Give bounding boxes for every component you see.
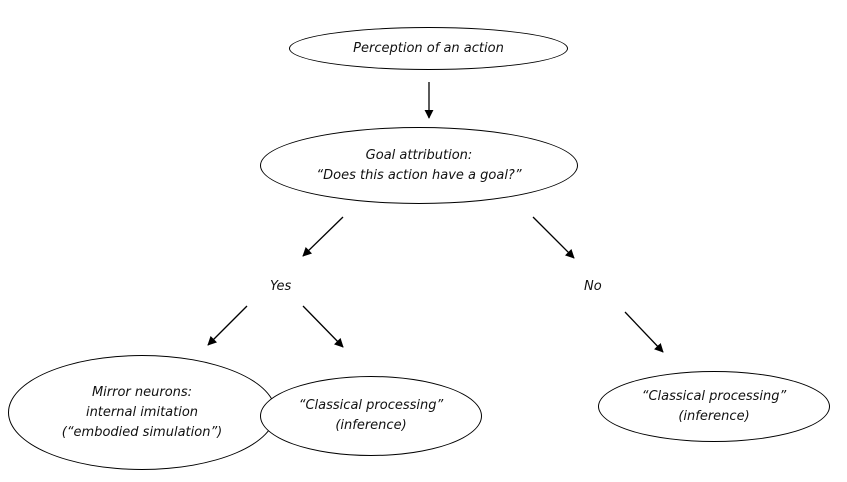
node-classical-processing-no: “Classical processing” (inference) (598, 371, 830, 442)
arrow-yes-to-mirror (207, 305, 248, 346)
node-classical-processing-yes: “Classical processing” (inference) (260, 376, 482, 456)
node-perception-line1: Perception of an action (353, 40, 504, 56)
node-classical-yes-line2: (inference) (335, 418, 407, 433)
branch-label-yes: Yes (270, 279, 292, 294)
arrow-goal-to-no (532, 216, 575, 259)
node-mirror-line2: internal imitation (85, 404, 199, 420)
node-classical-yes-line1: “Classical processing” (298, 398, 444, 413)
arrow-no-to-classical (624, 311, 664, 353)
branch-label-no: No (584, 279, 602, 294)
node-mirror-line1: Mirror neurons: (91, 384, 193, 400)
node-mirror-neurons: Mirror neurons: internal imitation (“emb… (8, 355, 276, 470)
node-mirror-line3: (“embodied simulation”) (61, 424, 223, 440)
node-classical-no-line1: “Classical processing” (641, 388, 787, 404)
node-goal-attribution: Goal attribution: “Does this action have… (260, 127, 578, 204)
node-perception-of-action: Perception of an action (289, 27, 568, 70)
node-classical-no-line2: (inference) (678, 408, 750, 424)
arrow-yes-to-classical (302, 305, 344, 348)
node-goal-line1: Goal attribution: (365, 147, 473, 163)
arrow-goal-to-yes (302, 216, 344, 257)
node-goal-line2: “Does this action have a goal?” (316, 167, 522, 183)
